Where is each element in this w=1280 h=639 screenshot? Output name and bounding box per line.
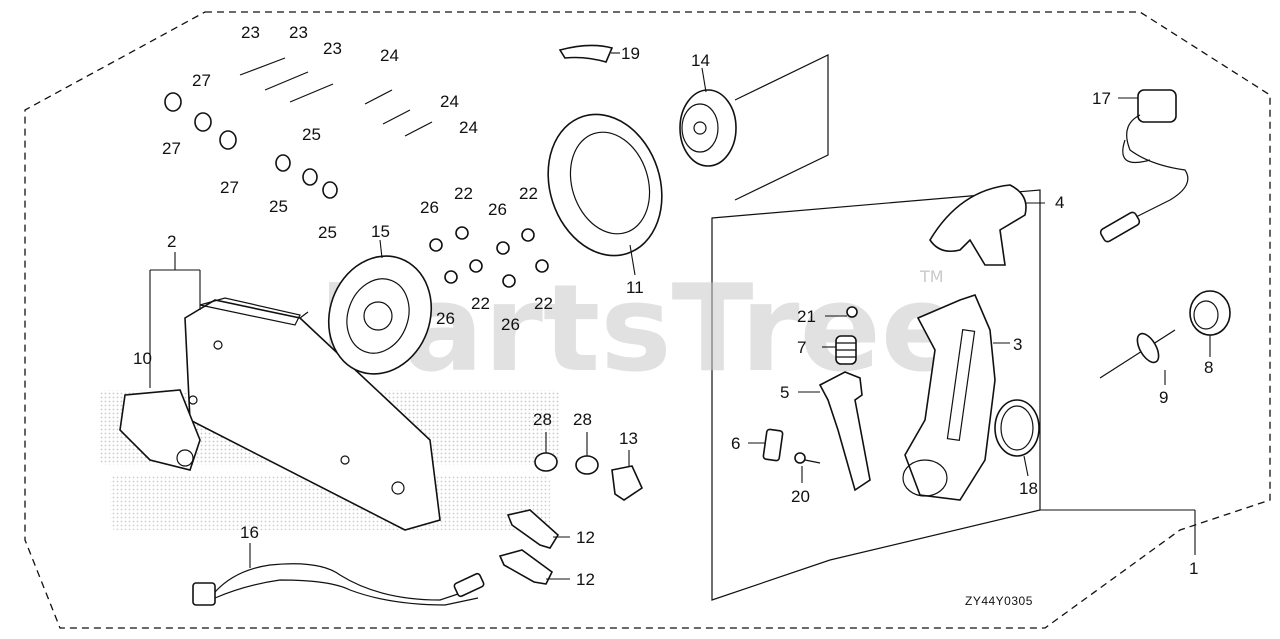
drawing-code: ZY44Y0305 xyxy=(965,594,1033,608)
part-25-nuts[interactable] xyxy=(275,154,338,199)
callout-28b: 28 xyxy=(573,410,592,429)
part-2-housing[interactable] xyxy=(184,297,441,531)
part-21-screw[interactable] xyxy=(846,306,858,318)
part-5-link[interactable] xyxy=(818,371,871,492)
callout-17: 17 xyxy=(1092,89,1111,108)
callout-28a: 28 xyxy=(533,410,552,429)
callout-19: 19 xyxy=(621,44,640,63)
callout-labels: 1 2 3 4 5 6 7 8 9 10 11 12 12 13 14 15 1… xyxy=(133,23,1213,608)
callout-20: 20 xyxy=(791,487,810,506)
assembly-outline xyxy=(24,11,1271,629)
callout-24a: 24 xyxy=(380,46,399,65)
part-12-clip-upper[interactable] xyxy=(506,509,560,549)
callout-15: 15 xyxy=(371,222,390,241)
callout-26c: 26 xyxy=(436,309,455,328)
callout-26d: 26 xyxy=(501,315,520,334)
part-23-screws[interactable] xyxy=(239,57,334,103)
part-18-o-ring[interactable] xyxy=(994,399,1040,457)
callout-12b: 12 xyxy=(576,570,595,589)
part-14-gear[interactable] xyxy=(679,89,737,167)
callout-26a: 26 xyxy=(420,198,439,217)
part-24-screws[interactable] xyxy=(364,89,433,137)
callout-13: 13 xyxy=(619,429,638,448)
part-27-washers[interactable] xyxy=(164,92,237,150)
part-20-bolt[interactable] xyxy=(794,452,821,464)
callout-25c: 25 xyxy=(318,223,337,242)
callout-10: 10 xyxy=(133,349,152,368)
callout-27a: 27 xyxy=(192,71,211,90)
callout-18: 18 xyxy=(1019,479,1038,498)
callout-25b: 25 xyxy=(269,197,288,216)
callout-22c: 22 xyxy=(471,294,490,313)
callout-23b: 23 xyxy=(289,23,308,42)
part-18-o-ring-inner xyxy=(1000,405,1034,451)
gear-box-outline xyxy=(734,54,829,201)
callout-8: 8 xyxy=(1204,358,1213,377)
callout-27b: 27 xyxy=(162,139,181,158)
callout-22a: 22 xyxy=(454,184,473,203)
part-8-cap[interactable] xyxy=(1189,290,1231,336)
part-7-spring[interactable] xyxy=(835,335,857,365)
part-3-lever[interactable] xyxy=(902,294,996,501)
part-28-clip-right[interactable] xyxy=(575,455,599,475)
leader-lines xyxy=(149,52,1211,580)
callout-22d: 22 xyxy=(534,294,553,313)
callout-14: 14 xyxy=(691,51,710,70)
part-13-block[interactable] xyxy=(611,465,644,501)
part-17-connector[interactable] xyxy=(1099,89,1189,243)
part-15-stator[interactable] xyxy=(312,242,447,389)
callout-3: 3 xyxy=(1013,335,1022,354)
part-10-bracket[interactable] xyxy=(119,389,201,471)
callout-21: 21 xyxy=(797,307,816,326)
part-4-cover[interactable] xyxy=(929,184,1027,266)
part-28-clip-left[interactable] xyxy=(534,452,558,472)
part-19-strip[interactable] xyxy=(558,44,614,63)
callout-5: 5 xyxy=(780,383,789,402)
trademark-symbol: TM xyxy=(919,267,944,286)
callout-6: 6 xyxy=(731,434,740,453)
part-9-shaft[interactable] xyxy=(1099,329,1176,379)
callout-27c: 27 xyxy=(220,178,239,197)
part-11-ring[interactable] xyxy=(530,100,679,271)
callout-4: 4 xyxy=(1055,193,1064,212)
callout-22b: 22 xyxy=(519,184,538,203)
callout-2: 2 xyxy=(167,232,176,251)
callout-11: 11 xyxy=(626,278,644,297)
part-22-26-fasteners[interactable] xyxy=(429,226,549,288)
callout-7: 7 xyxy=(797,338,806,357)
callout-12a: 12 xyxy=(576,528,595,547)
part-6-block[interactable] xyxy=(762,428,784,462)
callout-9: 9 xyxy=(1159,388,1168,407)
part-16-harness[interactable] xyxy=(192,563,485,606)
callout-24c: 24 xyxy=(459,118,478,137)
callout-23c: 23 xyxy=(323,39,342,58)
callout-23a: 23 xyxy=(241,23,260,42)
callout-25a: 25 xyxy=(302,125,321,144)
callout-26b: 26 xyxy=(488,200,507,219)
part-12-clip-lower[interactable] xyxy=(498,549,554,585)
callout-16: 16 xyxy=(240,523,259,542)
callout-24b: 24 xyxy=(440,92,459,111)
callout-1: 1 xyxy=(1189,559,1198,578)
